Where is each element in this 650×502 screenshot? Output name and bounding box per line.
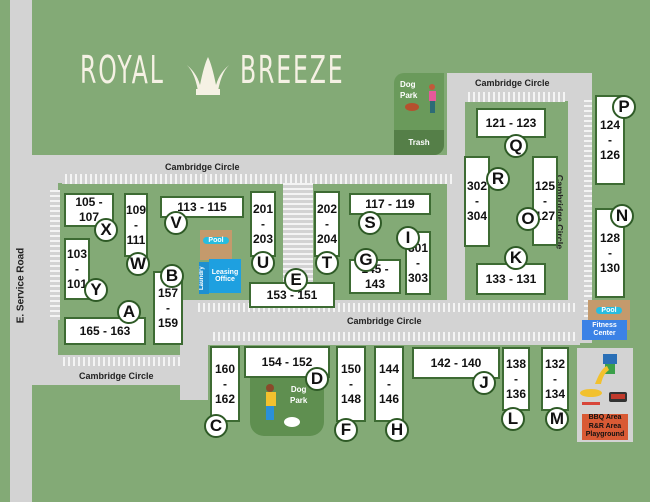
street-label-cambridge-top: Cambridge Circle — [165, 162, 240, 172]
pool-west-deck: Pool — [200, 230, 232, 260]
building-t[interactable]: 202 - 204 — [314, 191, 340, 257]
building-tag-v[interactable]: V — [164, 211, 188, 235]
logo-breeze: BREEZE — [240, 48, 345, 92]
fitness-center[interactable]: Fitness Center — [582, 320, 627, 340]
building-h[interactable]: 144 - 146 — [374, 346, 404, 422]
picnic-table-icon — [580, 389, 602, 405]
parking-center-lot — [283, 183, 313, 283]
parking-middle-bottom — [210, 332, 575, 341]
building-tag-m[interactable]: M — [545, 407, 569, 431]
building-tag-r[interactable]: R — [486, 167, 510, 191]
building-tag-x[interactable]: X — [94, 218, 118, 242]
road-north-loop-west — [447, 73, 465, 343]
building-u[interactable]: 201 - 203 — [250, 191, 276, 257]
building-tag-o[interactable]: O — [516, 207, 540, 231]
building-tag-i[interactable]: I — [396, 226, 420, 250]
building-f[interactable]: 150 - 148 — [336, 346, 366, 422]
building-tag-y[interactable]: Y — [84, 278, 108, 302]
parking-east-vertical — [584, 100, 592, 330]
trash-area: Trash — [394, 130, 444, 155]
building-tag-b[interactable]: B — [160, 264, 184, 288]
person-walking-dog-icon — [266, 384, 300, 427]
leasing-office[interactable]: Leasing Office — [209, 259, 241, 293]
playground-slide-icon — [595, 354, 617, 384]
parking-north-loop — [465, 92, 565, 102]
street-label-e-service-road: E. Service Road — [15, 247, 27, 324]
road-lower-left-link — [180, 300, 208, 400]
building-tag-k[interactable]: K — [504, 246, 528, 270]
building-r[interactable]: 302 - 304 — [464, 156, 490, 247]
building-tag-e[interactable]: E — [284, 268, 308, 292]
building-tag-w[interactable]: W — [126, 252, 150, 276]
building-tag-c[interactable]: C — [204, 414, 228, 438]
building-tag-n[interactable]: N — [610, 204, 634, 228]
parking-lower-left — [60, 357, 180, 366]
building-s[interactable]: 117 - 119 — [349, 193, 431, 215]
e-service-road — [10, 0, 32, 502]
building-q[interactable]: 121 - 123 — [476, 108, 546, 138]
building-o[interactable]: 125 - 127 — [532, 156, 558, 246]
pool-east[interactable]: Pool — [596, 307, 622, 314]
building-x[interactable]: 105 - 107 — [64, 193, 114, 227]
building-c[interactable]: 160 - 162 — [210, 346, 240, 422]
parking-middle-top — [195, 303, 575, 312]
bbq-grill-icon — [609, 392, 627, 402]
street-label-cambridge-middle: Cambridge Circle — [347, 316, 422, 326]
bbq-rr-playground-area[interactable]: BBQ Area R&R Area Playground — [577, 348, 633, 442]
laundry[interactable]: Laundry — [199, 262, 209, 294]
building-tag-s[interactable]: S — [358, 211, 382, 235]
building-j[interactable]: 142 - 140 — [412, 347, 500, 379]
building-m[interactable]: 132 - 134 — [541, 347, 569, 411]
building-tag-f[interactable]: F — [334, 418, 358, 442]
crown-leaf-icon — [184, 57, 232, 95]
building-tag-j[interactable]: J — [472, 371, 496, 395]
building-w[interactable]: 109 - 111 — [124, 193, 148, 257]
building-p[interactable]: 124 - 126 — [595, 95, 625, 185]
street-label-cambridge-upper-right: Cambridge Circle — [475, 78, 550, 88]
building-l[interactable]: 138 - 136 — [502, 347, 530, 411]
parking-west — [50, 190, 60, 320]
parking-top — [62, 174, 452, 184]
building-tag-g[interactable]: G — [354, 248, 378, 272]
building-tag-q[interactable]: Q — [504, 134, 528, 158]
building-tag-d[interactable]: D — [305, 367, 329, 391]
amenity-label: BBQ Area R&R Area Playground — [582, 414, 628, 440]
building-tag-a[interactable]: A — [117, 300, 141, 324]
logo-royal: ROYAL — [80, 48, 165, 92]
building-tag-t[interactable]: T — [315, 251, 339, 275]
building-tag-u[interactable]: U — [251, 251, 275, 275]
person-walking-dog-icon — [405, 84, 436, 113]
building-tag-l[interactable]: L — [501, 407, 525, 431]
street-label-cambridge-lower-left: Cambridge Circle — [79, 371, 154, 381]
pool-west[interactable]: Pool — [203, 237, 229, 244]
building-tag-h[interactable]: H — [385, 418, 409, 442]
building-tag-p[interactable]: P — [612, 95, 636, 119]
